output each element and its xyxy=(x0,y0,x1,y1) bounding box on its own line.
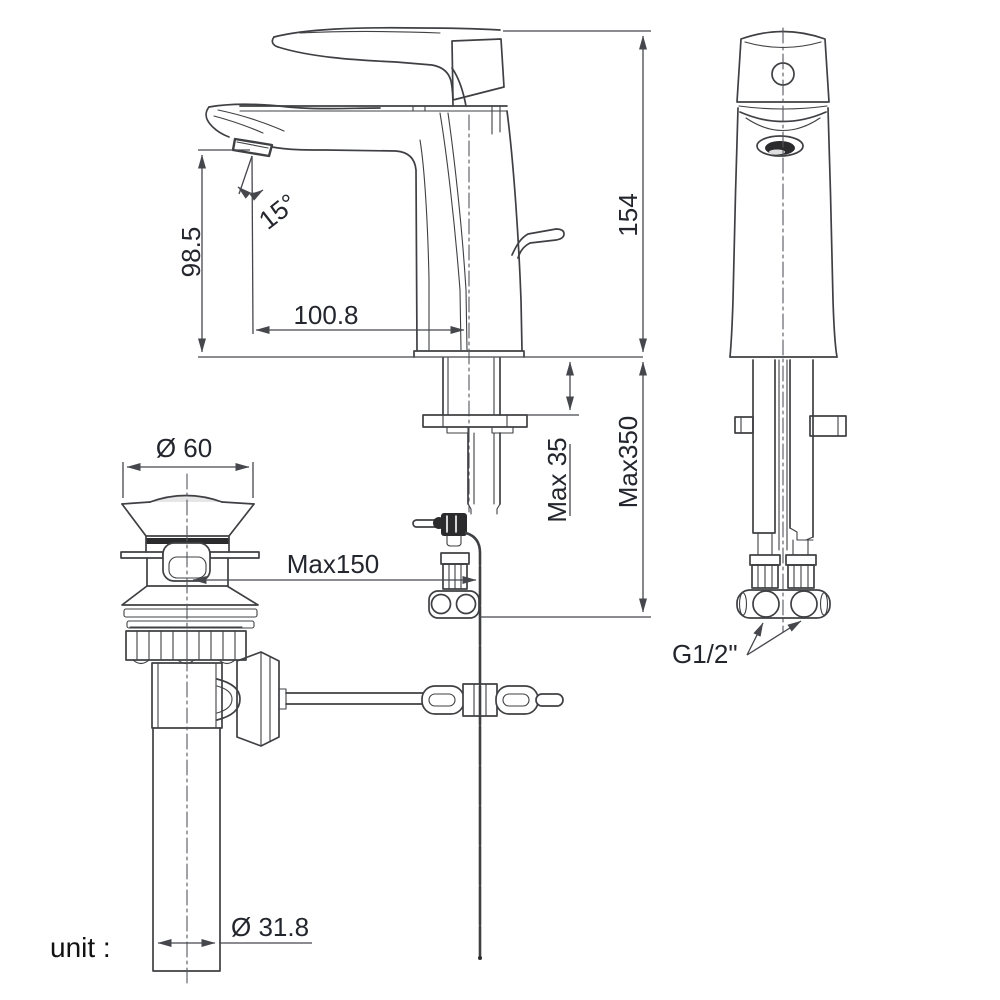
dim-label-dia60: Ø 60 xyxy=(156,433,212,463)
drain-assembly xyxy=(120,473,287,987)
dim-label-dia31-8: Ø 31.8 xyxy=(231,912,309,942)
dim-angle-15: 15° xyxy=(237,155,302,235)
dim-supply-thread-g12: G1/2" xyxy=(672,620,802,669)
dim-label-100-8: 100.8 xyxy=(293,300,358,330)
dim-label-max350: Max350 xyxy=(613,416,643,509)
dim-total-height-154: 154 xyxy=(503,30,651,353)
dim-label-max35: Max 35 xyxy=(542,437,572,522)
dim-max-35: Max 35 xyxy=(527,361,579,523)
side-view-faucet xyxy=(205,26,565,513)
dim-label-g12: G1/2" xyxy=(672,639,738,669)
dim-tailpiece-diameter-31-8: Ø 31.8 xyxy=(157,912,312,947)
dim-spout-reach-100-8: 100.8 xyxy=(251,155,465,335)
dim-label-max150: Max150 xyxy=(287,549,380,579)
dim-label-154: 154 xyxy=(613,193,643,236)
dim-drain-diameter-60: Ø 60 xyxy=(122,433,254,498)
dim-max350: Max350 xyxy=(479,361,651,618)
dim-spout-height-98-5: 98.5 xyxy=(176,149,250,353)
dim-label-15deg: 15° xyxy=(253,187,302,235)
unit-label: unit : xyxy=(50,932,111,963)
side-view-mounting xyxy=(412,357,528,619)
dim-max150: Max150 xyxy=(192,549,477,584)
dim-label-98-5: 98.5 xyxy=(176,227,206,278)
front-view-faucet xyxy=(729,27,847,633)
popup-rod-linkage xyxy=(285,531,564,960)
